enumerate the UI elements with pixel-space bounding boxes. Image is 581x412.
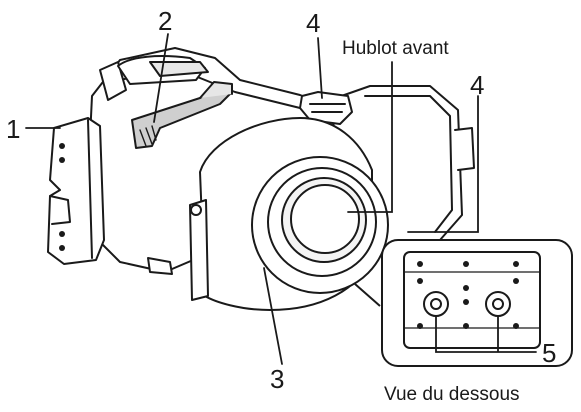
left-grip-notch [49,195,71,225]
front-port-glass-inner [290,184,360,254]
callout-4-top: 4 [306,8,320,38]
label-bottom-view: Vue du dessous [384,384,520,405]
top-mount-lines [309,103,346,113]
housing-rear-inner-line [364,95,453,233]
left-grip-edge [87,119,93,259]
bottom-view-inset [354,239,573,367]
callout-2: 2 [158,6,172,36]
housing-foot [147,257,173,275]
underwater-housing-illustration [47,47,475,311]
front-port-shroud-side [189,199,209,301]
top-mount-block [299,91,353,125]
inset-screws [417,261,519,329]
housing-rear-latch [454,127,475,171]
callout-3: 3 [270,364,284,394]
leader-lines [25,33,537,365]
housing-top-detail [99,61,127,101]
label-front-port: Hublot avant [342,38,449,59]
callout-5: 5 [542,338,556,368]
left-grip [47,117,105,265]
control-lever-ribs [139,125,157,147]
housing-top-knob-inner [149,61,209,77]
callout-4-right: 4 [470,70,484,100]
callout-1: 1 [6,114,20,144]
control-lever-top [199,81,233,99]
inset-plate [403,251,541,349]
